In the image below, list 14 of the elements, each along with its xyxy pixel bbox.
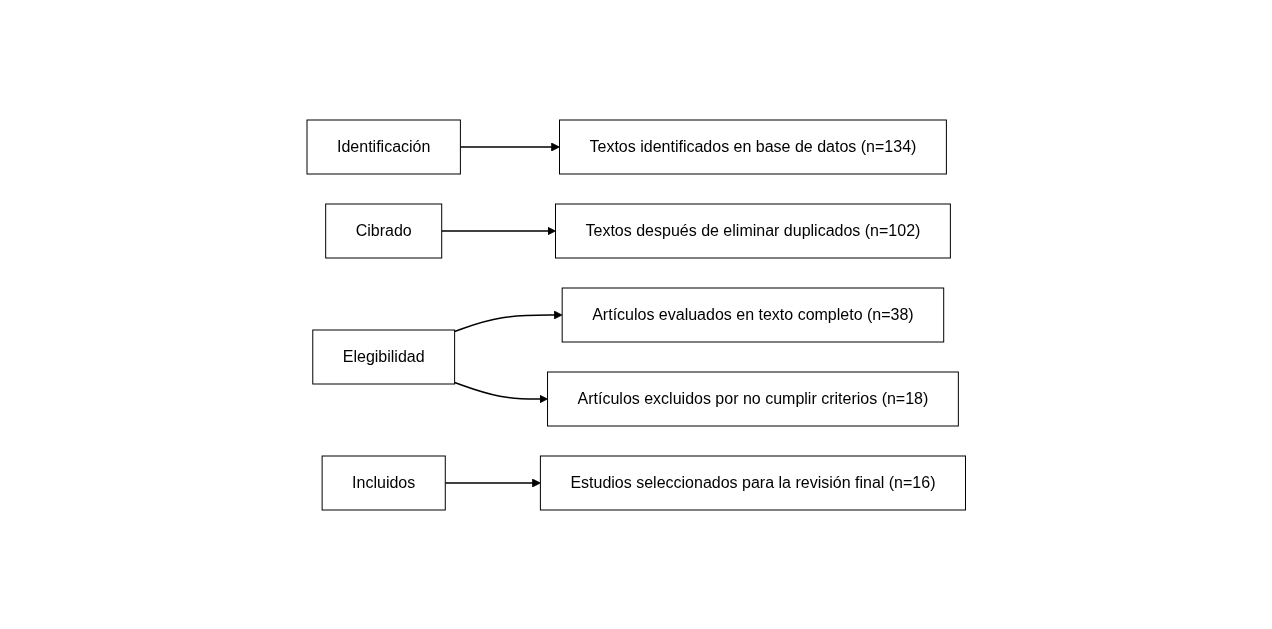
- node-box: Elegibilidad: [312, 329, 455, 384]
- node-box: Estudios seleccionados para la revisión final (n=16): [539, 455, 966, 510]
- arrow: [444, 478, 541, 487]
- arrow: [440, 226, 556, 235]
- node-box: Incluidos: [321, 455, 446, 510]
- node-box: Artículos evaluados en texto completo (n=38): [561, 287, 944, 342]
- arrow: [459, 142, 560, 151]
- node-box: Artículos excluidos por no cumplir criterios (n=18): [546, 371, 959, 426]
- node-box: Textos después de eliminar duplicados (n=102): [554, 203, 951, 258]
- arrow: [453, 381, 548, 403]
- node-box: Textos identificados en base de datos (n=134): [558, 119, 947, 174]
- node-box: Cibrado: [324, 203, 442, 258]
- node-box: Identificación: [306, 119, 461, 174]
- arrow: [453, 310, 563, 332]
